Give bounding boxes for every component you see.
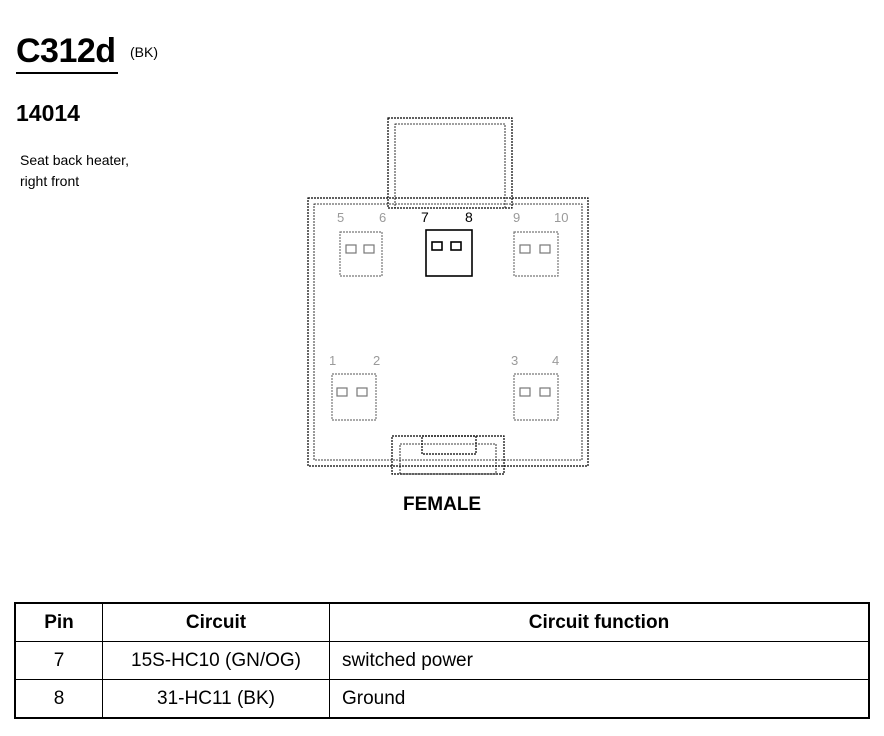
- connector-color: (BK): [130, 44, 158, 60]
- latch-tab-inner: [394, 123, 506, 209]
- latch-tab-outer: [387, 117, 513, 209]
- pin-label-6: 6: [379, 210, 387, 225]
- connector-face-diagram: [307, 117, 589, 475]
- pin-label-4: 4: [552, 353, 560, 368]
- header-circuit-function: Circuit function: [329, 602, 870, 642]
- lock-key-outer: [391, 435, 505, 475]
- pin-label-3: 3: [511, 353, 519, 368]
- connector-body-outer: [307, 197, 589, 467]
- header-pin: Pin: [14, 602, 103, 642]
- terminal-6: [363, 244, 375, 254]
- pin-label-7: 7: [421, 209, 429, 225]
- cavity-3-4: [513, 373, 559, 421]
- cell-circuit: 31-HC11 (BK): [102, 679, 330, 719]
- lock-key-latch: [421, 435, 477, 455]
- terminal-8: [450, 241, 462, 251]
- terminal-9: [519, 244, 531, 254]
- cell-function: switched power: [329, 641, 870, 680]
- lock-key-inner: [399, 443, 497, 475]
- view-label: FEMALE: [403, 494, 482, 515]
- description-line-1: Seat back heater,: [20, 152, 129, 168]
- cell-pin: 8: [14, 679, 103, 719]
- table-header-row: Pin Circuit Circuit function: [14, 602, 870, 642]
- part-number: 14014: [16, 100, 80, 126]
- pin-label-1: 1: [329, 353, 337, 368]
- cavity-5-6: [339, 231, 383, 277]
- pin-label-2: 2: [373, 353, 381, 368]
- connector-body-inner: [313, 203, 583, 461]
- terminal-1: [336, 387, 348, 397]
- pinout-table: Pin Circuit Circuit function 7 15S-HC10 …: [14, 602, 870, 719]
- description-line-2: right front: [20, 173, 80, 189]
- cell-function: Ground: [329, 679, 870, 719]
- pin-label-5: 5: [337, 210, 345, 225]
- table-row: 7 15S-HC10 (GN/OG) switched power: [14, 641, 870, 680]
- cell-circuit: 15S-HC10 (GN/OG): [102, 641, 330, 680]
- pin-label-10: 10: [554, 210, 569, 225]
- header-circuit: Circuit: [102, 602, 330, 642]
- component-description: Seat back heater, right front: [20, 150, 129, 192]
- pin-label-9: 9: [513, 210, 521, 225]
- cavity-1-2: [331, 373, 377, 421]
- cell-pin: 7: [14, 641, 103, 680]
- terminal-10: [539, 244, 551, 254]
- pin-label-8: 8: [465, 209, 473, 225]
- terminal-4: [539, 387, 551, 397]
- cavity-7-8: [425, 229, 473, 277]
- terminal-7: [431, 241, 443, 251]
- connector-id: C312d: [16, 32, 116, 70]
- terminal-2: [356, 387, 368, 397]
- cavity-9-10: [513, 231, 559, 277]
- table-row: 8 31-HC11 (BK) Ground: [14, 679, 870, 719]
- title-underline: [16, 72, 118, 74]
- terminal-5: [345, 244, 357, 254]
- terminal-3: [519, 387, 531, 397]
